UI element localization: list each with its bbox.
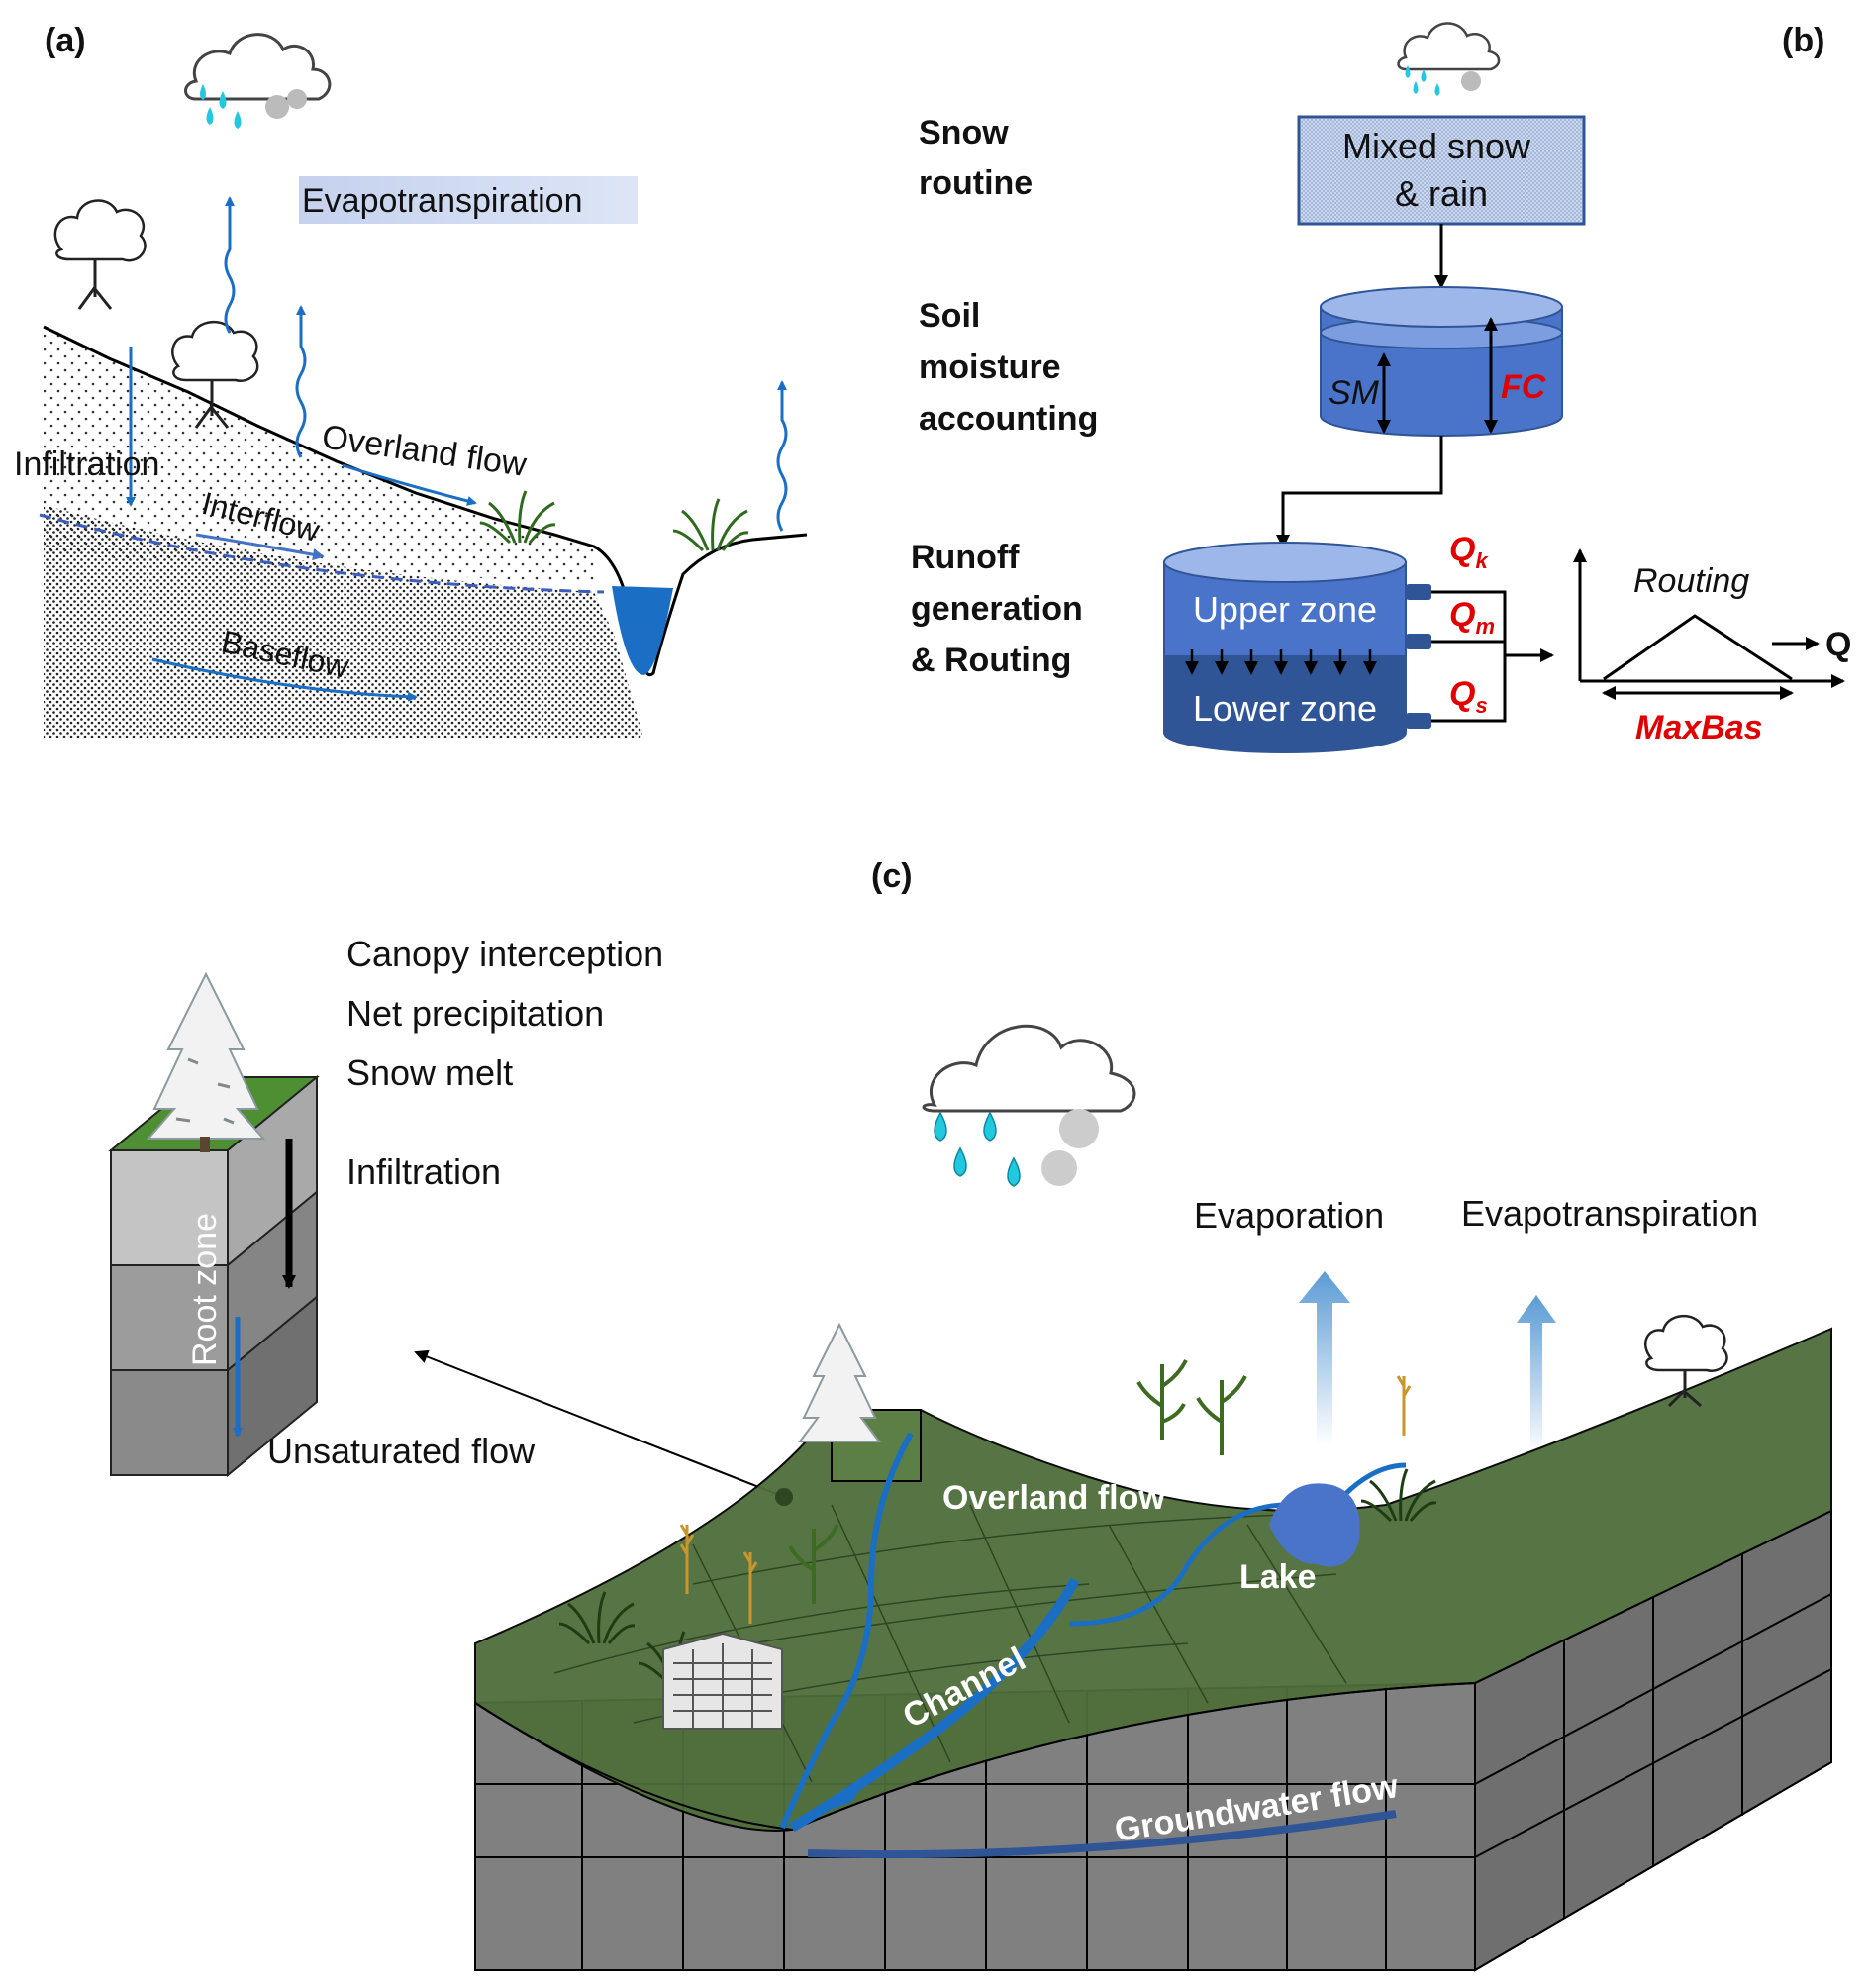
panel-b-tag: (b) (1782, 22, 1824, 59)
groundwater-flow-line (807, 1810, 1397, 1859)
zoom-pointer-arrow (414, 1349, 785, 1498)
runoff-label: Runoff generation & Routing (911, 539, 1092, 679)
evapotranspiration-arrow (1517, 1295, 1556, 1455)
qm-label: Qm (1449, 596, 1495, 639)
evapotranspiration-label: Evapotranspiration (302, 182, 583, 220)
soil-to-response-arrow (1276, 436, 1443, 548)
overland-flow-stream (779, 1432, 914, 1830)
panel-a: (a) Evapotranspiration (14, 22, 808, 738)
et-arrow (224, 196, 236, 334)
unsaturated-flow-label: Unsaturated flow (267, 1431, 536, 1471)
unsaturated-soil-layer (44, 327, 594, 584)
qk-label: Qk (1449, 531, 1489, 573)
grass-icon (479, 490, 556, 545)
response-tank (1163, 542, 1431, 753)
et-arrow (295, 305, 307, 458)
lake-shape (1269, 1483, 1360, 1567)
tree-icon (1644, 1314, 1728, 1408)
lower-zone-label: Lower zone (1193, 688, 1377, 729)
rain-snow-cloud-icon (184, 33, 332, 129)
maxbas-label: MaxBas (1635, 709, 1763, 746)
et-arrow (776, 380, 788, 532)
soil-column (108, 1074, 320, 1478)
root-zone-label: Root zone (186, 1213, 224, 1366)
mixed-snow-rain-label: Mixed snow & rain (1342, 126, 1540, 214)
rain-snow-cloud-icon (1397, 22, 1501, 96)
panel-a-tag: (a) (45, 22, 86, 59)
overland-flow-arrow (342, 463, 477, 506)
snowy-tree-icon (798, 1322, 881, 1442)
baseflow-arrow (151, 657, 418, 702)
rain-snow-cloud-icon (922, 1024, 1136, 1187)
panel-b: (b) Snow routine Soil moisture accountin… (911, 22, 1851, 753)
building-icon (662, 1632, 783, 1730)
soil-moisture-tank (1320, 286, 1563, 437)
q-output-label: Q (1825, 626, 1851, 663)
infiltration-label: Infiltration (14, 446, 159, 483)
evaporation-arrow (1299, 1271, 1350, 1445)
snow-routine-label: Snow routine (919, 114, 1033, 202)
ground-surface-line (43, 325, 808, 677)
mixed-snow-rain-box (1297, 115, 1586, 226)
overland-flow-c-label: Overland flow (942, 1479, 1165, 1517)
wheat-plant-icon (679, 1375, 1412, 1624)
fc-label: FC (1501, 368, 1546, 406)
evapotranspiration-label-bg (299, 176, 638, 224)
panel-c: (c) Canopy interception Net precipitatio… (108, 857, 1832, 1972)
snowy-tree-icon (146, 971, 266, 1152)
soil-moisture-label: Soil moisture accounting (919, 297, 1098, 438)
panel-c-tag: (c) (871, 857, 913, 895)
evaporation-label: Evaporation (1194, 1195, 1384, 1236)
routing-label: Routing (1633, 562, 1749, 600)
qs-label: Qs (1449, 675, 1488, 718)
evapotranspiration-c-label: Evapotranspiration (1461, 1193, 1758, 1234)
outlet-delta (782, 1774, 871, 1828)
corn-plant-icon (788, 1359, 1247, 1604)
sm-label: SM (1329, 374, 1380, 412)
lake-label: Lake (1239, 1558, 1317, 1596)
stream-channel (612, 586, 673, 675)
water-table-line (39, 513, 605, 594)
upper-zone-label: Upper zone (1193, 589, 1377, 630)
routing-triangle (1603, 614, 1793, 681)
interflow-arrow (195, 533, 325, 561)
saturated-soil-layer (44, 505, 643, 738)
process-list: Canopy interception Net precipitation Sn… (346, 934, 673, 1192)
tree-icon (53, 199, 147, 310)
tree-icon (171, 320, 259, 429)
grass-icon (672, 498, 749, 552)
percolation-arrows (1185, 649, 1377, 675)
